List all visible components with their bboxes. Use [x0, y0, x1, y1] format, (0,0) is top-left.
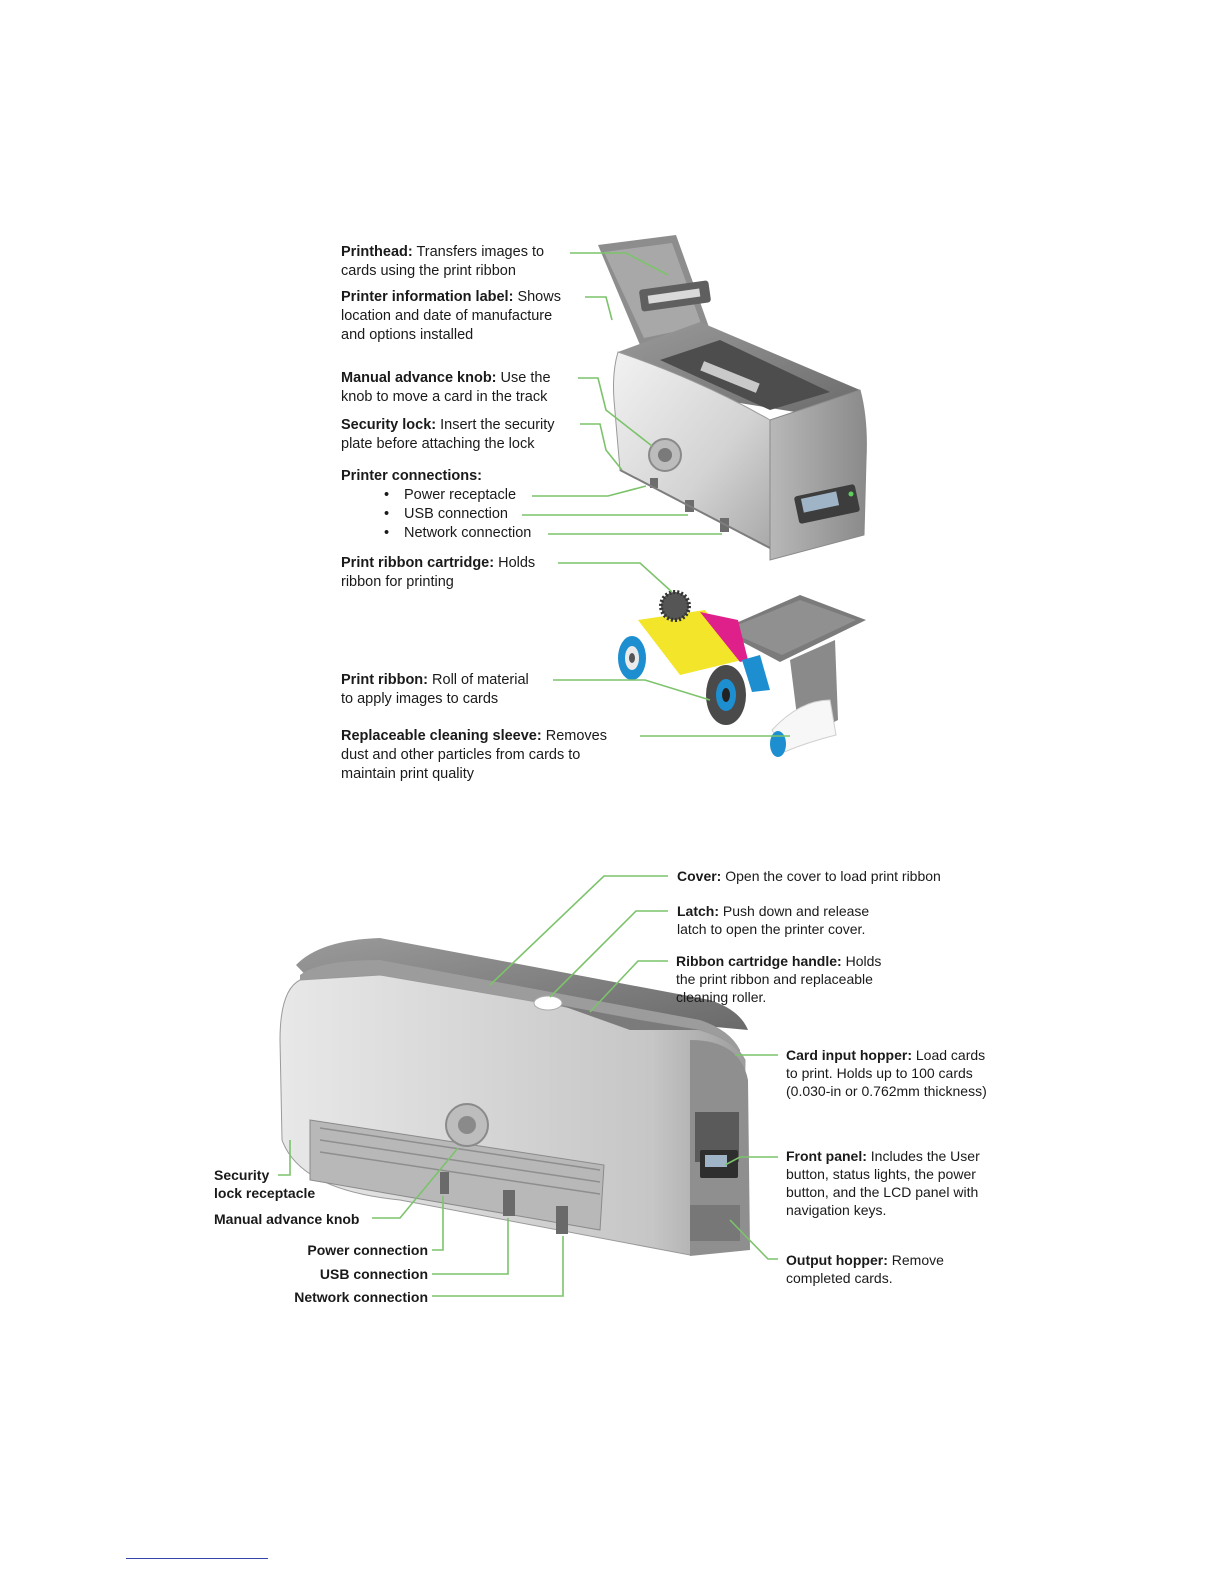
label-cover: Cover: Open the cover to load print ribb… [677, 868, 941, 884]
label-security-lock-receptacle: Security lock receptacle [214, 1167, 316, 1201]
closed-printer-illustration [279, 938, 750, 1256]
ribbon-cartridge-illustration [618, 590, 866, 757]
bullet-network-connection: •Network connection [384, 525, 532, 541]
label-cleaning-sleeve: Replaceable cleaning sleeve: Removes dus… [341, 728, 607, 782]
footnote-rule [126, 1558, 268, 1559]
label-usb-connection: USB connection [319, 1266, 428, 1282]
bullet-power-receptacle: •Power receptacle [384, 487, 517, 503]
label-network-connection: Network connection [294, 1289, 428, 1305]
label-printer-connections: Printer connections: [341, 468, 482, 484]
label-printer-information: Printer information label: Shows locatio… [341, 289, 561, 343]
label-manual-advance-knob-2: Manual advance knob [214, 1211, 360, 1227]
label-print-ribbon-cartridge: Print ribbon cartridge: Holds ribbon for… [341, 555, 536, 590]
bullet-usb-connection: •USB connection [384, 506, 508, 522]
label-ribbon-cartridge-handle: Ribbon cartridge handle: Holds the print… [676, 953, 882, 1005]
figure1-leader-lines [522, 252, 790, 737]
open-printer-illustration [598, 235, 867, 561]
label-security-lock: Security lock: Insert the security plate… [341, 417, 555, 452]
label-card-input-hopper: Card input hopper: Load cards to print. … [786, 1047, 987, 1099]
label-power-connection: Power connection [307, 1242, 428, 1258]
label-front-panel: Front panel: Includes the User button, s… [786, 1148, 980, 1218]
label-print-ribbon: Print ribbon: Roll of material to apply … [341, 672, 529, 707]
figure2-leader-lines [278, 875, 778, 1297]
label-manual-advance-knob: Manual advance knob: Use the knob to mov… [341, 370, 551, 405]
label-output-hopper: Output hopper: Remove completed cards. [786, 1252, 944, 1286]
label-printhead: Printhead: Transfers images to cards usi… [341, 244, 545, 279]
label-latch: Latch: Push down and release latch to op… [677, 903, 870, 937]
